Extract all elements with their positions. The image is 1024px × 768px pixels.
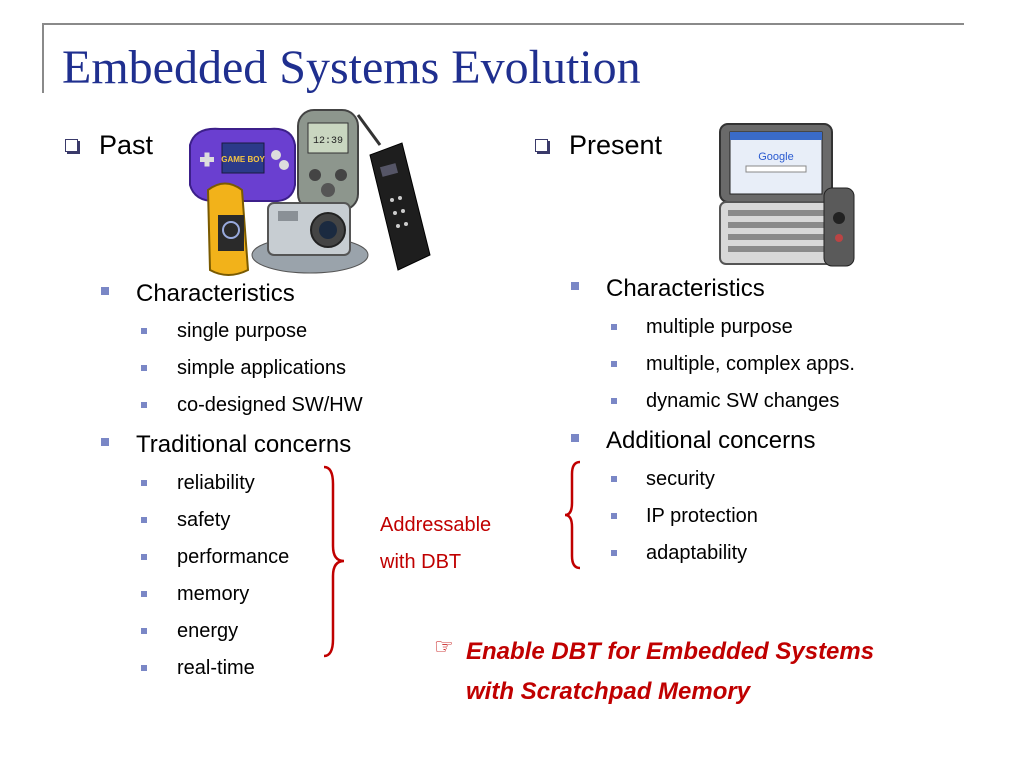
past-concerns-label: Traditional concerns: [136, 431, 352, 458]
present-concern-item: security: [646, 468, 715, 490]
bullet-icon: [141, 628, 147, 634]
present-characteristic-item: dynamic SW changes: [646, 390, 840, 412]
slide-title: Embedded Systems Evolution: [62, 41, 641, 94]
past-concern-item: real-time: [177, 657, 255, 679]
present-concern-item: IP protection: [646, 505, 758, 527]
gps-image: [206, 182, 250, 276]
bullet-icon: [141, 554, 147, 560]
bullet-icon: [611, 513, 617, 519]
past-characteristic-item: co-designed SW/HW: [177, 394, 363, 416]
present-characteristic-item: multiple purpose: [646, 316, 793, 338]
gameboy-screen-text: GAME BOY: [221, 155, 265, 164]
past-characteristic-item: single purpose: [177, 320, 308, 342]
callout-text: Enable DBT for Embedded Systems with Scr…: [434, 632, 874, 712]
bullet-icon: [101, 438, 109, 446]
past-concern-item: memory: [177, 583, 250, 605]
past-devices-image: GAME BOY 12:39: [189, 109, 431, 276]
present-heading: Present: [569, 130, 663, 160]
svg-text:12:39: 12:39: [313, 136, 343, 147]
past-concern-item: reliability: [177, 472, 255, 494]
past-characteristics-label: Characteristics: [136, 280, 295, 307]
bullet-icon: [141, 402, 147, 408]
google-logo-text: Google: [758, 151, 793, 163]
past-concern-item: energy: [177, 620, 239, 642]
smartphone-image: Google: [719, 123, 855, 267]
pda-image: 12:39: [297, 109, 382, 211]
annotation-line-1: Addressable: [380, 514, 492, 536]
bullet-icon: [101, 287, 109, 295]
present-devices-image: Google: [719, 123, 855, 267]
bullet-icon: [611, 398, 617, 404]
game-console-image: GAME BOY: [189, 127, 296, 203]
past-heading: Past: [99, 130, 154, 160]
present-concerns-label: Additional concerns: [606, 427, 816, 454]
present-characteristic-item: multiple, complex apps.: [646, 353, 855, 375]
annotation-line-2: with DBT: [380, 551, 462, 573]
frame-top-line: [42, 23, 964, 25]
bullet-icon: [141, 328, 147, 334]
past-characteristic-item: simple applications: [177, 357, 346, 379]
bullet-icon: [611, 324, 617, 330]
left-brace-icon: [564, 460, 581, 570]
pointing-hand-icon: ☞: [434, 634, 454, 659]
bullet-icon: [141, 365, 147, 371]
bullet-icon: [611, 476, 617, 482]
bullet-icon: [571, 282, 579, 290]
frame-left-line: [42, 23, 44, 93]
callout-line-1: Enable DBT for Embedded Systems: [466, 638, 875, 665]
section-bullet-icon: [535, 139, 548, 152]
bullet-icon: [141, 591, 147, 597]
bullet-icon: [141, 480, 147, 486]
bullet-icon: [611, 550, 617, 556]
present-characteristics-label: Characteristics: [606, 275, 765, 302]
bullet-icon: [611, 361, 617, 367]
right-brace-icon: [323, 465, 345, 658]
bullet-icon: [141, 517, 147, 523]
past-concern-item: performance: [177, 546, 290, 568]
present-concern-item: adaptability: [646, 542, 748, 564]
mobile-phone-image: [369, 142, 431, 271]
past-concern-item: safety: [177, 509, 231, 531]
bullet-icon: [571, 434, 579, 442]
bullet-icon: [141, 665, 147, 671]
digital-camera-image: [251, 202, 369, 274]
section-bullet-icon: [65, 139, 78, 152]
callout-line-2: with Scratchpad Memory: [466, 678, 751, 705]
